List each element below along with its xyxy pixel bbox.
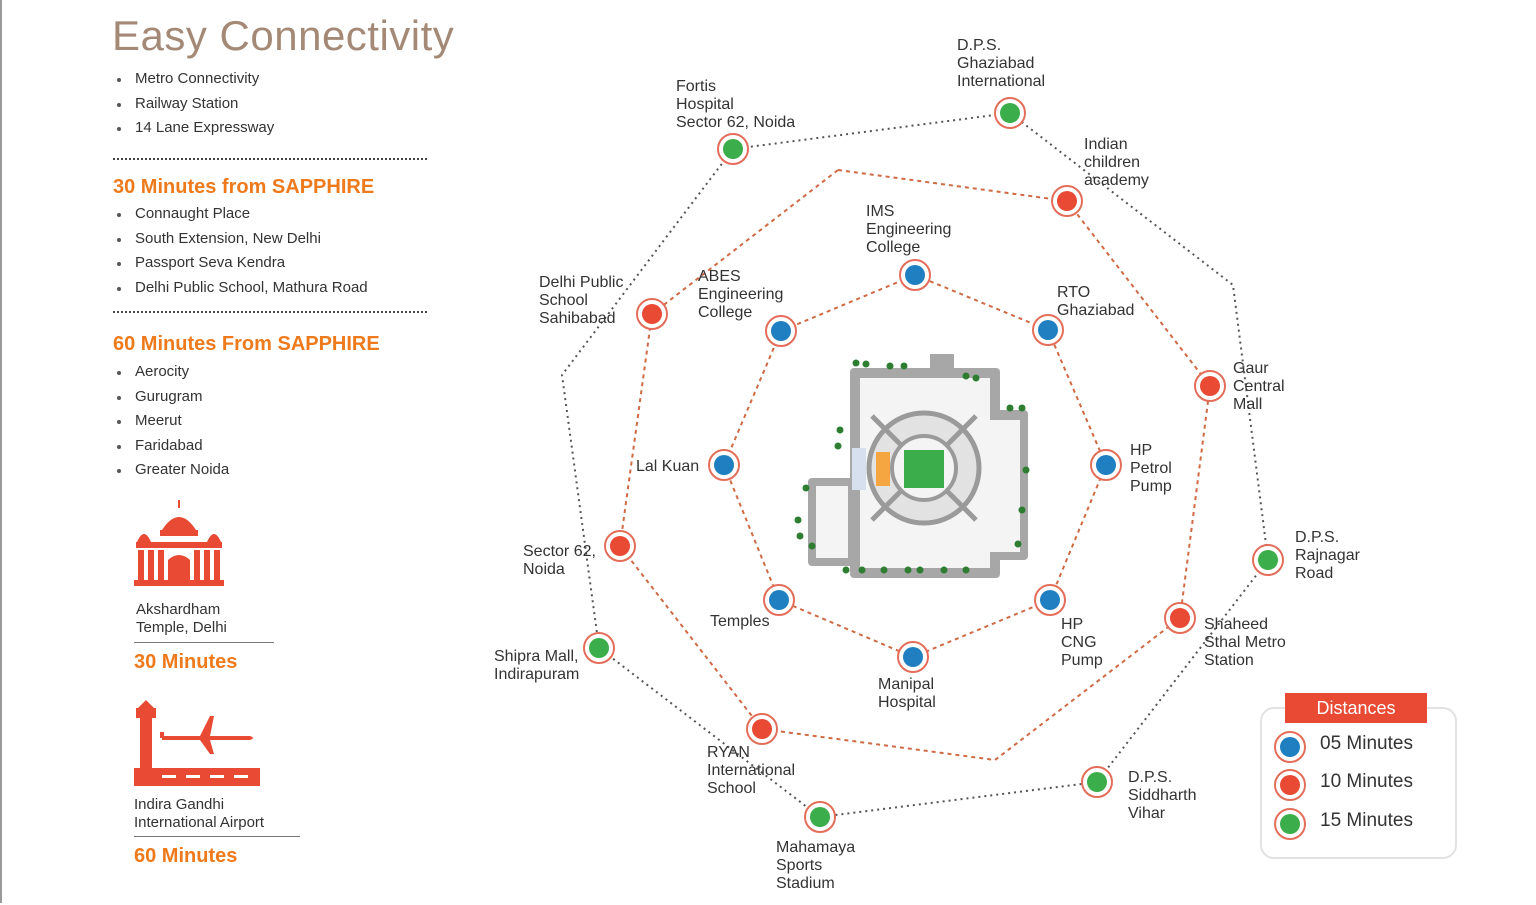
section-heading-60: 60 Minutes From SAPPHIRE — [113, 333, 380, 355]
map-marker — [994, 97, 1026, 129]
map-label-mahamaya: Mahamaya Sports Stadium — [776, 839, 856, 892]
map-label-fortis: Fortis Hospital Sector 62, Noida — [676, 78, 796, 131]
landmark-time: 60 Minutes — [134, 845, 238, 867]
divider — [134, 836, 300, 837]
temple-icon — [134, 500, 224, 586]
map-marker — [1034, 584, 1066, 616]
map-label-ims: IMS Engineering College — [866, 203, 952, 256]
list-item: Delhi Public School, Mathura Road — [113, 276, 368, 301]
section-list-30: Connaught Place South Extension, New Del… — [113, 202, 368, 300]
map-marker — [1252, 544, 1284, 576]
section-heading-30: 30 Minutes from SAPPHIRE — [113, 176, 375, 198]
map-marker — [897, 641, 929, 673]
list-item: Metro Connectivity — [113, 67, 274, 92]
list-item: Faridabad — [113, 434, 229, 459]
map-marker — [765, 315, 797, 347]
legend-label: 10 Minutes — [1320, 771, 1413, 792]
page-title: Easy Connectivity — [112, 12, 455, 59]
landmark-name: Indira Gandhi International Airport — [134, 796, 265, 831]
red-dot-icon — [1274, 769, 1306, 801]
list-item: 14 Lane Expressway — [113, 116, 274, 141]
list-item: Gurugram — [113, 385, 229, 410]
map-marker — [708, 449, 740, 481]
map-label-dps-ghaziabad: D.P.S. Ghaziabad International — [957, 37, 1046, 90]
map-marker — [1194, 370, 1226, 402]
map-marker — [746, 713, 778, 745]
map-label-lal-kuan: Lal Kuan — [636, 458, 700, 475]
list-item: Connaught Place — [113, 202, 368, 227]
map-marker — [804, 801, 836, 833]
map-label-sector62: Sector 62, Noida — [523, 543, 596, 578]
map-marker — [1164, 602, 1196, 634]
map-label-temples: Temples — [710, 613, 770, 630]
map-label-shaheed-sthal: Shaheed Sthal Metro Station — [1204, 616, 1286, 669]
map-marker — [583, 632, 615, 664]
divider — [113, 311, 427, 313]
map-marker — [636, 298, 668, 330]
map-label-dps-sahibabad: Delhi Public School Sahibabad — [539, 274, 624, 327]
divider — [113, 158, 427, 160]
section-list-60: Aerocity Gurugram Meerut Faridabad Great… — [113, 360, 229, 483]
map-label-dps-rajnagar: D.P.S. Rajnagar Road — [1295, 529, 1360, 582]
legend-title: Distances — [1285, 693, 1427, 723]
legend-label: 15 Minutes — [1320, 810, 1413, 831]
map-label-ryan: RYAN International School — [707, 744, 796, 797]
map-marker — [1081, 766, 1113, 798]
map-marker — [604, 530, 636, 562]
map-label-gaur-mall: Gaur Central Mall — [1233, 360, 1285, 413]
map-marker — [899, 259, 931, 291]
map-marker — [717, 133, 749, 165]
map-label-hp-cng: HP CNG Pump — [1061, 616, 1103, 669]
map-label-indian-children: Indian children academy — [1084, 136, 1149, 189]
list-item: South Extension, New Delhi — [113, 227, 368, 252]
list-item: Passport Seva Kendra — [113, 251, 368, 276]
route-outer — [560, 111, 1270, 819]
blue-dot-icon — [1274, 731, 1306, 763]
landmark-name: Akshardham Temple, Delhi — [136, 601, 227, 636]
legend-label: 05 Minutes — [1320, 733, 1413, 754]
map-marker — [1090, 449, 1122, 481]
green-dot-icon — [1274, 808, 1306, 840]
site-plan-illustration — [794, 354, 1030, 578]
map-label-hp-petrol: HP Petrol Pump — [1130, 442, 1172, 495]
list-item: Meerut — [113, 409, 229, 434]
list-item: Railway Station — [113, 92, 274, 117]
map-label-rto: RTO Ghaziabad — [1057, 284, 1135, 319]
list-item: Aerocity — [113, 360, 229, 385]
highlights-list: Metro Connectivity Railway Station 14 La… — [113, 67, 274, 141]
map-marker — [1051, 185, 1083, 217]
map-label-dps-siddharth: D.P.S. Siddharth Vihar — [1128, 769, 1197, 822]
list-item: Greater Noida — [113, 458, 229, 483]
map-marker — [1032, 314, 1064, 346]
map-label-abes: ABES Engineering College — [698, 268, 784, 321]
airport-icon — [134, 700, 260, 786]
landmark-time: 30 Minutes — [134, 651, 238, 673]
map-marker — [763, 584, 795, 616]
map-label-manipal: Manipal Hospital — [878, 676, 936, 711]
map-label-shipra: Shipra Mall, Indirapuram — [494, 648, 580, 683]
route-middle — [618, 169, 1212, 762]
divider — [134, 642, 274, 643]
